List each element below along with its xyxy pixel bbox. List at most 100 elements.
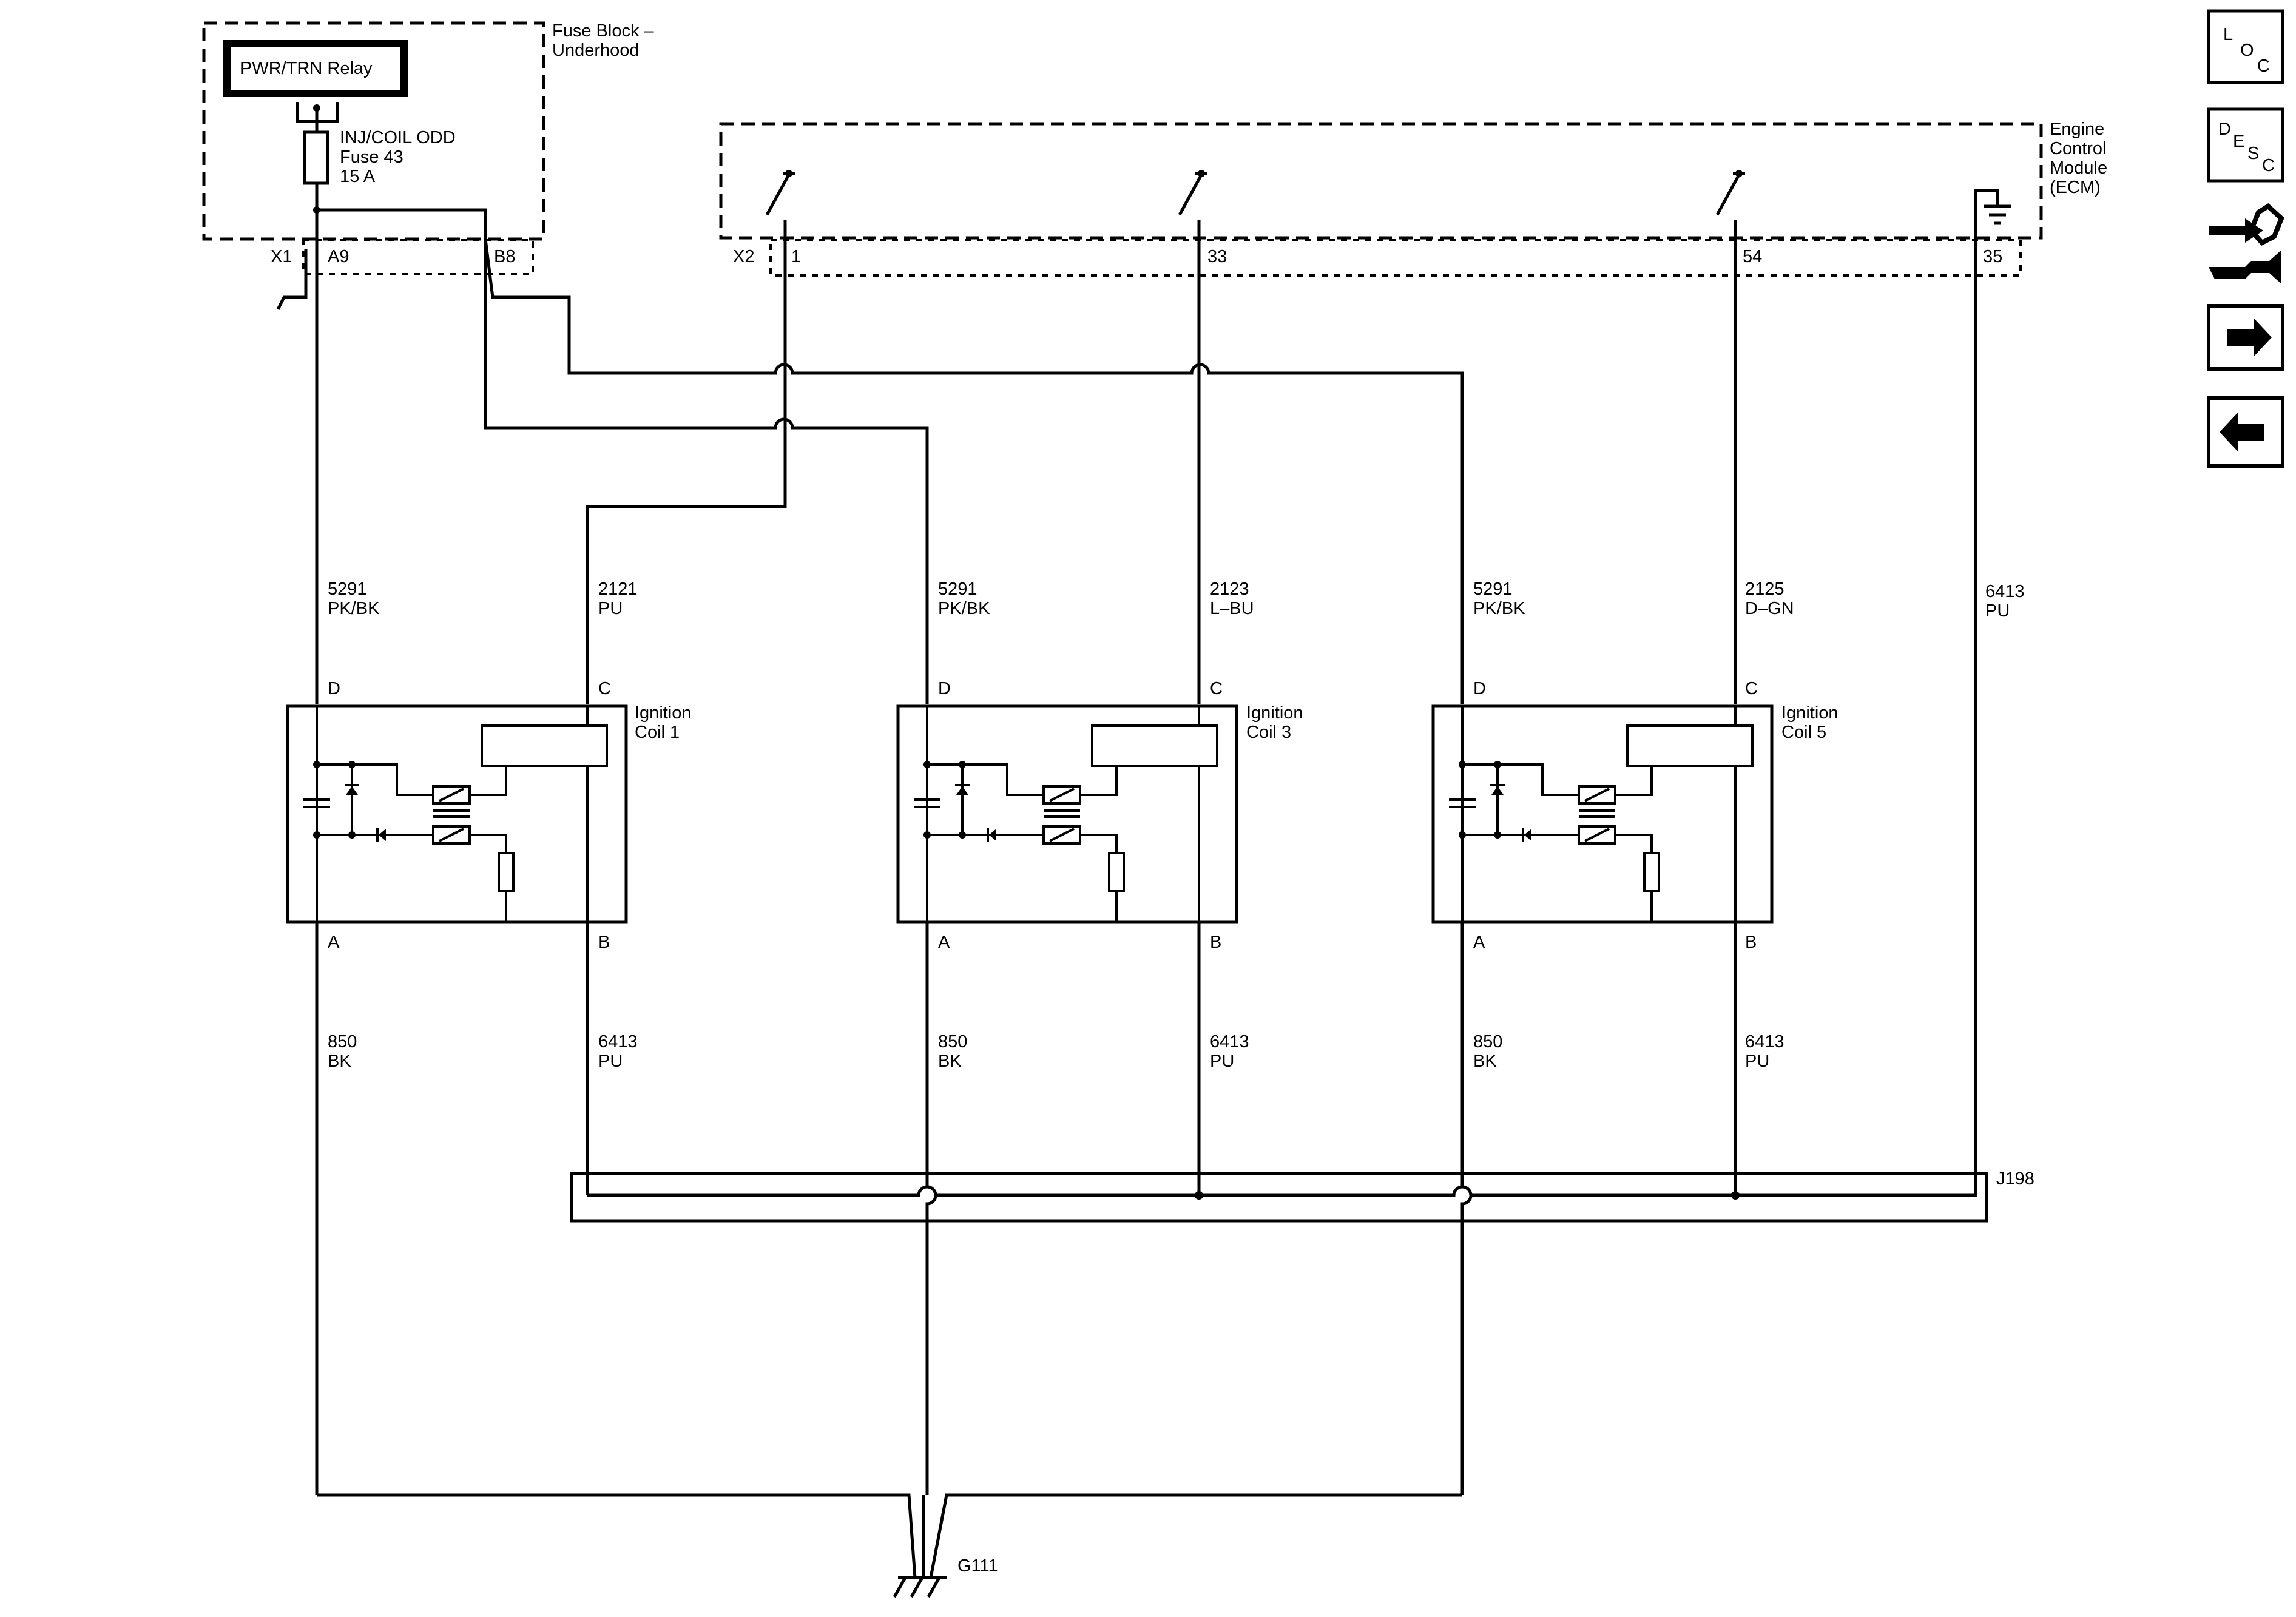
coil-pin-b: B: [598, 933, 610, 952]
coil-pin-d: D: [1473, 679, 1486, 698]
wire-label: PK/BK: [328, 599, 380, 618]
wire-label: PU: [598, 1052, 623, 1071]
wire-label: 5291: [938, 579, 977, 599]
coil-pin-d: D: [328, 679, 340, 698]
coil-name-2: Coil 5: [1781, 723, 1826, 742]
ground-g111: G111: [893, 1556, 998, 1598]
arrow-right-icon: [2227, 318, 2272, 357]
wire-label: 6413: [1210, 1032, 1249, 1052]
ecm: Engine Control Module (ECM) X2 1 33 54 3…: [719, 120, 2107, 277]
desc-button[interactable]: D E S C: [2207, 107, 2284, 183]
coil-name-1: Ignition: [1246, 703, 1303, 723]
wire-label: L–BU: [1210, 599, 1254, 618]
wire-label: 2125: [1745, 579, 1784, 599]
desc-letter-d: D: [2218, 120, 2231, 139]
coil-pin-c: C: [1210, 679, 1223, 698]
fuse-block-title-1: Fuse Block –: [552, 21, 654, 41]
arrow-left-icon: [2220, 413, 2264, 451]
ecm-pin-54: 54: [1743, 247, 1762, 266]
fuse-block-outline: [202, 21, 545, 241]
ecm-pin-33: 33: [1207, 247, 1227, 266]
wire-label: PU: [1745, 1052, 1769, 1071]
pin-b8: B8: [494, 247, 515, 266]
coil-internal-circuit: [1449, 706, 1754, 922]
wire-label: 850: [938, 1032, 967, 1052]
ecm-title-3: Module: [2050, 158, 2107, 178]
loc-letter-o: O: [2240, 41, 2254, 60]
fuse-43: INJ/COIL ODD Fuse 43 15 A: [296, 102, 456, 214]
wire-label: PK/BK: [938, 599, 990, 618]
coil-pin-c: C: [1745, 679, 1758, 698]
coil-pin-a: A: [328, 933, 340, 952]
coil-pin-c: C: [598, 679, 611, 698]
x1-connector-label: X1: [271, 247, 292, 266]
wire-label: 2123: [1210, 579, 1249, 599]
wire-label: 5291: [328, 579, 367, 599]
x2-connector-outline: [769, 239, 2022, 277]
ignition-coil-5: D C A B Ignition Coil 5: [1431, 679, 1838, 952]
relay-label: PWR/TRN Relay: [240, 59, 373, 78]
loc-letter-l: L: [2223, 25, 2233, 44]
wire-label: 6413: [1985, 582, 2025, 601]
splice-j198: J198: [570, 1169, 2034, 1223]
splice-label: J198: [1996, 1169, 2034, 1189]
x1-connector-outline: [302, 239, 534, 275]
ecm-pin-1: 1: [791, 247, 801, 266]
wire-labels: 5291 PK/BK 2121 PU 5291 PK/BK 2123 L–BU …: [328, 579, 2025, 1071]
desc-letter-s: S: [2247, 144, 2259, 163]
coil-pin-a: A: [1473, 933, 1485, 952]
wire-label: PU: [1210, 1052, 1234, 1071]
ignition-coil-1: D C A B Ignition Coil 1: [286, 679, 692, 952]
wire-label: 2121: [598, 579, 638, 599]
wire-label: 850: [1473, 1032, 1502, 1052]
coil-name-2: Coil 1: [635, 723, 680, 742]
fuse-block-title-2: Underhood: [552, 41, 640, 60]
previous-page-button[interactable]: [2207, 396, 2284, 468]
coil-pin-b: B: [1210, 933, 1221, 952]
wire-label: 5291: [1473, 579, 1513, 599]
desc-letter-e: E: [2233, 132, 2244, 151]
wire-label: D–GN: [1745, 599, 1794, 618]
wire-label: BK: [328, 1052, 351, 1071]
coil-name-1: Ignition: [1781, 703, 1838, 723]
wire-label: BK: [938, 1052, 962, 1071]
desc-letter-c: C: [2262, 156, 2275, 175]
fuse-name: INJ/COIL ODD: [340, 128, 456, 147]
next-page-button[interactable]: [2207, 304, 2284, 371]
x2-connector-label: X2: [733, 247, 754, 266]
loc-letter-c: C: [2257, 56, 2270, 76]
ecm-driver-switch-1: [765, 170, 795, 240]
ecm-title-1: Engine: [2050, 120, 2104, 139]
ground-label: G111: [957, 1556, 998, 1576]
ignition-coil-3: D C A B Ignition Coil 3: [896, 679, 1303, 952]
coil-internal-circuit: [303, 706, 608, 922]
wire-label: PU: [1985, 601, 2010, 621]
fuse-rating: 15 A: [340, 167, 376, 186]
coil-name-1: Ignition: [635, 703, 692, 723]
ecm-driver-switch-54: [1715, 170, 1745, 240]
nav-panel: L O C D E S C: [2207, 9, 2284, 468]
ecm-pin-35: 35: [1983, 247, 2002, 266]
fuse-number: Fuse 43: [340, 147, 403, 167]
wire-label: PK/BK: [1473, 599, 1525, 618]
wire-label: PU: [598, 599, 623, 618]
wire-label: BK: [1473, 1052, 1497, 1071]
coil-pin-a: A: [938, 933, 950, 952]
wire-label: 6413: [1745, 1032, 1784, 1052]
coil-internal-circuit: [914, 706, 1218, 922]
ecm-title-2: Control: [2050, 139, 2107, 158]
coil-pin-d: D: [938, 679, 951, 698]
ecm-driver-switch-33: [1178, 170, 1207, 240]
coil-name-2: Coil 3: [1246, 723, 1291, 742]
pwr-trn-relay: PWR/TRN Relay: [223, 40, 408, 97]
wire-label: 6413: [598, 1032, 638, 1052]
pin-a9: A9: [328, 247, 349, 266]
ecm-outline: [719, 122, 2043, 240]
connector-wrench-icon[interactable]: [2209, 203, 2284, 284]
ecm-ground-symbol: [1974, 189, 2011, 240]
fuse-block: Fuse Block – Underhood PWR/TRN Relay INJ…: [202, 21, 654, 311]
wire-label: 850: [328, 1032, 357, 1052]
loc-button[interactable]: L O C: [2207, 9, 2284, 84]
coil-pin-b: B: [1745, 933, 1757, 952]
